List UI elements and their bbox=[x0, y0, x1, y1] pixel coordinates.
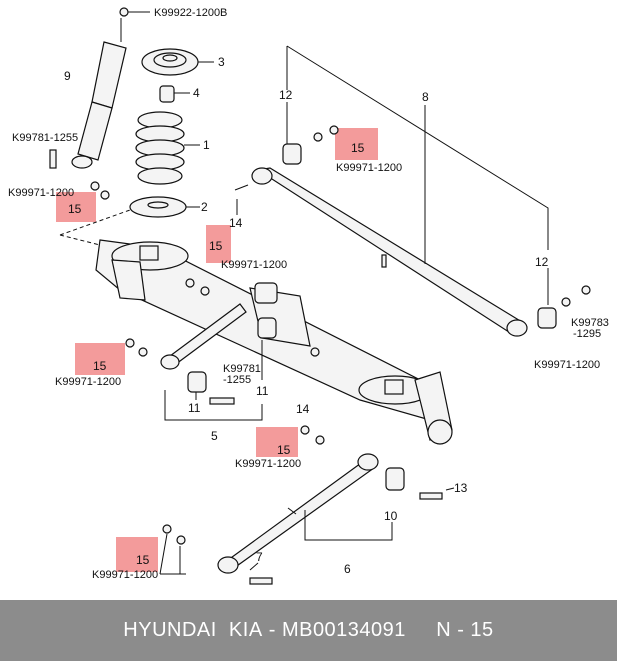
part-code[interactable]: K99971-1200 bbox=[235, 458, 301, 470]
part-code[interactable]: K99971-1200 bbox=[8, 187, 74, 199]
part-code-labels: K99922-1200B K99781-1255 K99971-1200 K99… bbox=[8, 7, 609, 581]
footer-part-number: MB00134091 bbox=[281, 619, 406, 641]
part-code[interactable]: K99971-1200 bbox=[336, 162, 402, 174]
part-code[interactable]: -1295 bbox=[573, 328, 601, 340]
part-15-label[interactable]: 15 bbox=[136, 553, 150, 567]
coil-spring[interactable] bbox=[135, 111, 200, 185]
part-code[interactable]: K99971-1200 bbox=[55, 376, 121, 388]
callout-11[interactable]: 11 bbox=[256, 384, 269, 398]
footer-position: N - 15 bbox=[436, 619, 494, 641]
callout-3[interactable]: 3 bbox=[218, 55, 225, 69]
lateral-rod[interactable] bbox=[251, 125, 591, 337]
part-15-label[interactable]: 15 bbox=[93, 359, 107, 373]
callout-leaders bbox=[59, 45, 549, 305]
footer-bar: HYUNDAI KIA - MB00134091 N - 15 bbox=[0, 600, 617, 661]
upper-control-arm[interactable] bbox=[125, 303, 277, 421]
highlight-box[interactable] bbox=[56, 192, 96, 222]
upper-spring-seat[interactable] bbox=[141, 48, 214, 76]
part-code[interactable]: K99781-1255 bbox=[12, 132, 78, 144]
callout-10[interactable]: 10 bbox=[384, 509, 398, 523]
part-code[interactable]: K99783 bbox=[571, 317, 609, 329]
part-code[interactable]: K99971-1200 bbox=[221, 259, 287, 271]
callout-2[interactable]: 2 bbox=[201, 200, 208, 214]
footer-brand: HYUNDAI KIA bbox=[123, 619, 263, 641]
highlight-box[interactable] bbox=[206, 225, 231, 263]
callout-14[interactable]: 14 bbox=[296, 402, 310, 416]
part-15-label[interactable]: 15 bbox=[277, 443, 291, 457]
callout-11[interactable]: 11 bbox=[188, 401, 201, 415]
callout-12[interactable]: 12 bbox=[535, 255, 549, 269]
part-15-label[interactable]: 15 bbox=[209, 239, 223, 253]
callout-8[interactable]: 8 bbox=[422, 90, 429, 104]
part-15-label[interactable]: 15 bbox=[68, 202, 82, 216]
highlight-box[interactable] bbox=[256, 427, 298, 457]
highlight-box[interactable] bbox=[335, 128, 378, 160]
callout-1[interactable]: 1 bbox=[203, 138, 210, 152]
footer-separator: - bbox=[262, 619, 282, 641]
lower-control-arm[interactable] bbox=[159, 425, 455, 585]
highlighted-labels: 15 15 15 15 15 15 bbox=[68, 141, 365, 567]
part-code[interactable]: K99922-1200B bbox=[154, 7, 227, 19]
shock-bolts[interactable] bbox=[49, 149, 110, 200]
callout-12[interactable]: 12 bbox=[279, 88, 293, 102]
part-code[interactable]: K99781 bbox=[223, 363, 261, 375]
lower-spring-seat[interactable] bbox=[129, 196, 200, 218]
part-code[interactable]: K99971-1200 bbox=[534, 359, 600, 371]
part-code[interactable]: -1255 bbox=[223, 374, 251, 386]
part-15-label[interactable]: 15 bbox=[351, 141, 365, 155]
callout-4[interactable]: 4 bbox=[193, 86, 200, 100]
callout-6[interactable]: 6 bbox=[344, 562, 351, 576]
footer-gap bbox=[406, 619, 436, 642]
callout-5[interactable]: 5 bbox=[211, 429, 218, 443]
callout-13[interactable]: 13 bbox=[454, 481, 468, 495]
bump-stopper[interactable] bbox=[159, 85, 190, 103]
highlight-15-boxes bbox=[56, 128, 378, 572]
highlight-box[interactable] bbox=[116, 537, 158, 572]
part-code[interactable]: K99971-1200 bbox=[92, 569, 158, 581]
callout-numbers: 1 2 3 4 5 6 7 8 9 10 11 11 12 12 13 14 1… bbox=[64, 55, 549, 576]
callout-9[interactable]: 9 bbox=[64, 69, 71, 83]
exploded-parts-diagram: 1 2 3 4 5 6 7 8 9 10 11 11 12 12 13 14 1… bbox=[8, 7, 609, 585]
callout-7[interactable]: 7 bbox=[256, 550, 263, 564]
callout-14[interactable]: 14 bbox=[229, 216, 243, 230]
shock-absorber[interactable] bbox=[71, 7, 150, 169]
highlight-box[interactable] bbox=[75, 343, 125, 375]
